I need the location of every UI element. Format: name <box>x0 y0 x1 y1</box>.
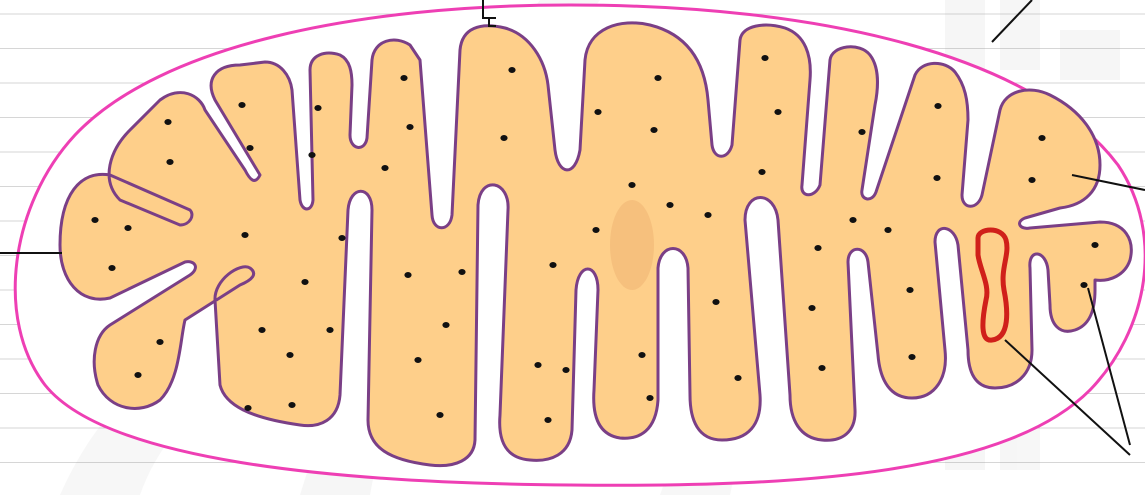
granule-dot <box>308 152 315 158</box>
granule-dot <box>381 165 388 171</box>
granule-dot <box>1080 282 1087 288</box>
granule-dot <box>758 169 765 175</box>
granule-dot <box>594 109 601 115</box>
granule-dot <box>654 75 661 81</box>
granule-dot <box>500 135 507 141</box>
granule-dot <box>238 102 245 108</box>
granule-dot <box>166 159 173 165</box>
granule-dot <box>241 232 248 238</box>
granule-dot <box>400 75 407 81</box>
granule-dot <box>508 67 515 73</box>
granule-dot <box>244 405 251 411</box>
granule-dot <box>436 412 443 418</box>
matrix-vacuole <box>610 200 654 290</box>
granule-dot <box>906 287 913 293</box>
granule-dot <box>774 109 781 115</box>
granule-dot <box>246 145 253 151</box>
granule-dot <box>134 372 141 378</box>
granule-dot <box>288 402 295 408</box>
granule-dot <box>404 272 411 278</box>
granule-dot <box>544 417 551 423</box>
granule-dot <box>818 365 825 371</box>
granule-dot <box>414 357 421 363</box>
granule-dot <box>592 227 599 233</box>
granule-dot <box>646 395 653 401</box>
granule-dot <box>301 279 308 285</box>
granule-dot <box>712 299 719 305</box>
granule-dot <box>666 202 673 208</box>
granule-dot <box>808 305 815 311</box>
granule-dot <box>704 212 711 218</box>
granule-dot <box>314 105 321 111</box>
granule-dot <box>849 217 856 223</box>
granule-dot <box>458 269 465 275</box>
granule-dot <box>124 225 131 231</box>
granule-dot <box>933 175 940 181</box>
granule-dot <box>908 354 915 360</box>
granule-dot <box>934 103 941 109</box>
granule-dot <box>1028 177 1035 183</box>
granule-dot <box>258 327 265 333</box>
granule-dot <box>761 55 768 61</box>
granule-dot <box>164 119 171 125</box>
granule-dot <box>286 352 293 358</box>
granule-dot <box>91 217 98 223</box>
granule-dot <box>156 339 163 345</box>
granule-dot <box>814 245 821 251</box>
granule-dot <box>406 124 413 130</box>
granule-dot <box>734 375 741 381</box>
granule-dot <box>884 227 891 233</box>
granule-dot <box>858 129 865 135</box>
granule-dot <box>549 262 556 268</box>
granule-dot <box>338 235 345 241</box>
granule-dot <box>108 265 115 271</box>
granule-dot <box>1091 242 1098 248</box>
granule-dot <box>650 127 657 133</box>
granule-dot <box>638 352 645 358</box>
granule-dot <box>442 322 449 328</box>
granule-dot <box>1038 135 1045 141</box>
granule-dot <box>562 367 569 373</box>
granule-dot <box>628 182 635 188</box>
granule-dot <box>326 327 333 333</box>
granule-dot <box>534 362 541 368</box>
